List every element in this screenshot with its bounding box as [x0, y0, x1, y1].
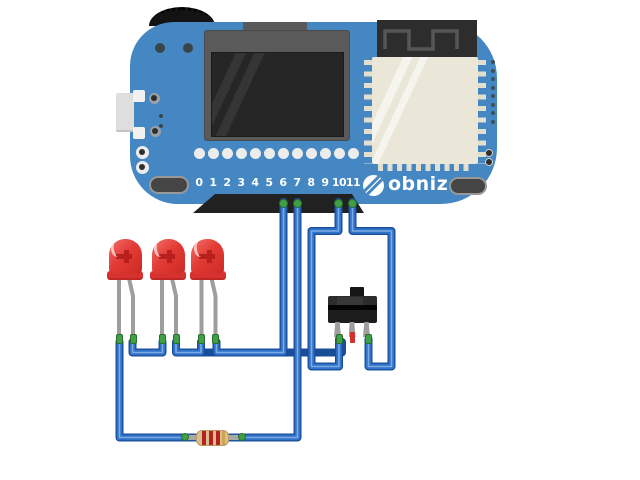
- wifi-pins-bottom: [378, 163, 472, 171]
- led-chip: [206, 250, 212, 263]
- led-chip: [167, 250, 172, 263]
- via-dot: [159, 114, 163, 118]
- right-pad-dot: [485, 149, 493, 157]
- wire-pin10: [307, 198, 343, 371]
- antenna-wave-icon: [383, 29, 459, 51]
- oled-screen: [211, 52, 344, 137]
- switch-slider-notch: [337, 297, 363, 305]
- led-2: [150, 238, 186, 284]
- switch-pin-middle: [348, 322, 356, 337]
- obniz-logo-icon: [363, 175, 384, 196]
- switch-pin-right: [363, 322, 370, 337]
- mount-hole: [135, 145, 149, 159]
- pin-label-0: 0: [195, 176, 203, 189]
- wire-joint-pin6: [279, 198, 288, 208]
- led1-cathode-joint: [115, 334, 123, 344]
- led-chip: [124, 250, 129, 263]
- wire-joint-pin7: [293, 198, 302, 208]
- led-3: [189, 238, 226, 284]
- right-via-column: [491, 60, 495, 124]
- pin-label-8: 8: [307, 176, 315, 189]
- pin-label-2: 2: [223, 176, 231, 189]
- left-button: [149, 176, 189, 194]
- led-flange: [189, 271, 226, 280]
- wire-pin11: [348, 198, 396, 371]
- pin-label-4: 4: [251, 176, 259, 189]
- mount-hole: [148, 92, 160, 104]
- switch-actuator: [350, 287, 364, 298]
- connector-strip: [193, 194, 364, 213]
- resistor-joint-right: [237, 433, 246, 441]
- thumbwheel-knob: [149, 7, 215, 26]
- pin-label-11: 11: [345, 176, 361, 189]
- pin-label-3: 3: [237, 176, 245, 189]
- board-hole: [155, 43, 165, 53]
- led2-anode-joint: [172, 334, 180, 344]
- mount-hole: [135, 160, 149, 174]
- switch-pin-left: [334, 322, 341, 337]
- right-pad-dot: [485, 158, 493, 166]
- pin-label-5: 5: [265, 176, 273, 189]
- pin-label-6: 6: [279, 176, 287, 189]
- wire-joint-pin10: [334, 198, 343, 208]
- resistor-body: [196, 429, 229, 446]
- pin-label-7: 7: [293, 176, 301, 189]
- led3-anode-joint: [212, 334, 219, 344]
- led-legs: [117, 273, 218, 340]
- switch-joint-right: [365, 334, 372, 344]
- obniz-logo-text: obniz: [388, 173, 449, 195]
- mount-hole: [149, 125, 161, 137]
- led3-cathode-joint: [198, 334, 205, 344]
- wire-joint-pin11: [348, 198, 357, 208]
- switch-joint-left: [335, 334, 343, 344]
- wifi-pins-left: [364, 60, 372, 164]
- wifi-antenna: [377, 20, 477, 57]
- resistor-joint-left: [180, 433, 189, 441]
- board-hole: [183, 43, 193, 53]
- led2-cathode-joint: [158, 334, 166, 344]
- wire-pin6: [212, 198, 288, 357]
- pin-label-10: 10: [331, 176, 347, 189]
- led-1: [107, 238, 143, 284]
- led1-anode-joint: [129, 334, 137, 344]
- right-button: [449, 177, 487, 195]
- switch-pin-red-tip: [349, 332, 355, 343]
- wifi-pins-right: [478, 60, 486, 164]
- wifi-module: [372, 57, 478, 164]
- usb-connector: [116, 93, 134, 132]
- pin-label-9: 9: [321, 176, 329, 189]
- solder-pad: [133, 90, 145, 102]
- via-dot: [159, 124, 163, 128]
- pin-label-1: 1: [209, 176, 217, 189]
- led-flange: [107, 271, 143, 280]
- led-flange: [150, 271, 186, 280]
- solder-pad: [133, 127, 145, 139]
